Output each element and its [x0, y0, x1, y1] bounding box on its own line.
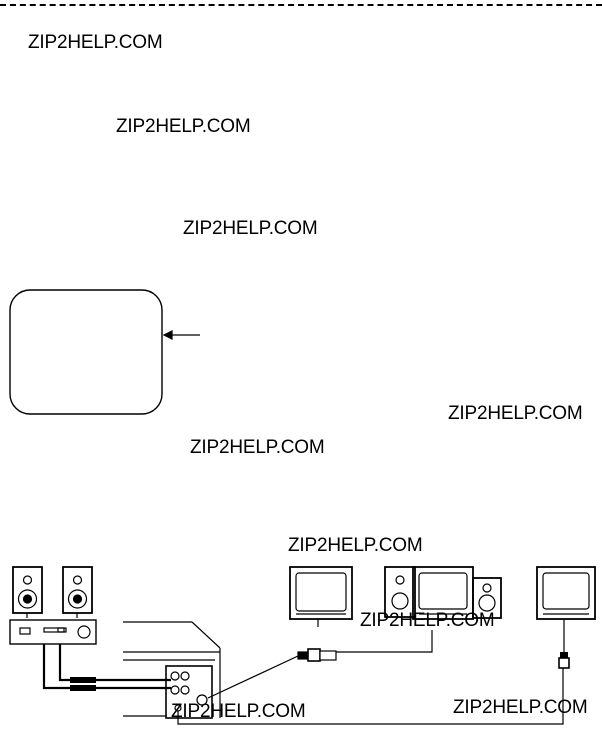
amplifier-icon — [9, 619, 97, 645]
rf-plug-icon — [297, 648, 337, 662]
watermark-7: ZIP2HELP.COM — [360, 610, 495, 631]
rca-plug-icon — [70, 677, 96, 691]
coax-cable — [207, 630, 433, 699]
watermark-8: ZIP2HELP.COM — [453, 697, 588, 718]
speaker-icon — [12, 566, 43, 614]
screen-display-figure — [9, 289, 200, 415]
tv-icon — [536, 566, 596, 620]
page-top-dashed-rule — [0, 4, 602, 6]
watermark-9: ZIP2HELP.COM — [171, 701, 306, 722]
speaker-icon — [62, 566, 93, 614]
watermark-6: ZIP2HELP.COM — [288, 535, 423, 556]
watermark-2: ZIP2HELP.COM — [116, 116, 251, 137]
watermark-3: ZIP2HELP.COM — [183, 218, 318, 239]
audio-cable — [42, 644, 171, 690]
watermark-1: ZIP2HELP.COM — [28, 32, 163, 53]
stereo-tv-icon — [384, 566, 502, 620]
vcr-icon — [123, 621, 221, 719]
tv-icon — [289, 566, 353, 627]
rca-plug-icon — [558, 652, 570, 669]
video-cable — [177, 619, 565, 725]
watermark-4: ZIP2HELP.COM — [448, 403, 583, 424]
watermark-5: ZIP2HELP.COM — [190, 437, 325, 458]
